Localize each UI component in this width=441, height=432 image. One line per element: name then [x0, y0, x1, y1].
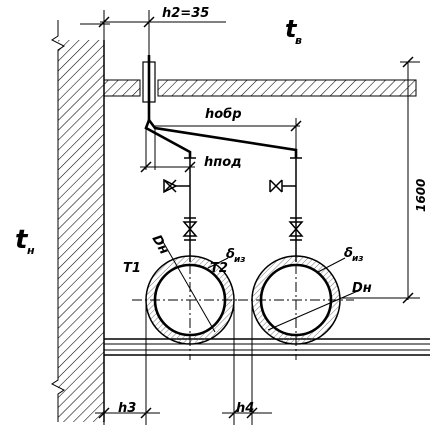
label-h-pod: hпод: [204, 155, 242, 170]
label-dn-right: Dн: [352, 281, 372, 296]
label-t1: T1: [123, 261, 141, 276]
pipe-t1: [132, 239, 248, 360]
label-delta-left: δ из: [226, 247, 246, 265]
dimension-1600: 1600: [340, 56, 428, 304]
dimension-h3: h3: [95, 300, 160, 425]
label-t-outer-sub: н: [27, 244, 35, 257]
left-riser-fittings: [163, 157, 198, 241]
dimension-h-obr: hобр: [154, 107, 302, 170]
label-1600: 1600: [414, 179, 428, 212]
label-h4: h4: [236, 401, 254, 416]
outer-wall: [51, 20, 110, 422]
ceiling-slab: [103, 79, 417, 97]
floor-slab: [104, 338, 430, 356]
label-t-inner-main: t: [285, 15, 298, 43]
label-dn-left: Dн: [149, 233, 172, 258]
dimension-h-pod: hпод: [140, 128, 242, 173]
riser-sleeve: [142, 30, 156, 120]
label-t2: T2: [210, 261, 228, 276]
label-delta-right-sub: из: [352, 254, 364, 264]
label-delta-right: δ из: [344, 246, 364, 264]
dimension-h2: h2=35: [98, 6, 226, 40]
label-t-outer-main: t: [15, 225, 29, 255]
label-t-inner: t в: [285, 15, 302, 47]
label-t-outer: t н: [15, 225, 35, 257]
label-t-inner-sub: в: [295, 34, 302, 47]
pipe-t2: [238, 246, 361, 360]
right-riser-fittings: [269, 157, 304, 241]
dimension-h4: h4: [222, 300, 272, 425]
label-h2: h2=35: [162, 6, 209, 21]
label-delta-left-main: δ: [226, 247, 235, 262]
label-h3: h3: [118, 401, 136, 416]
branch-pipes: [144, 119, 298, 262]
label-h-obr: hобр: [205, 107, 242, 122]
label-delta-left-sub: из: [234, 255, 246, 265]
label-delta-right-main: δ: [344, 246, 353, 261]
